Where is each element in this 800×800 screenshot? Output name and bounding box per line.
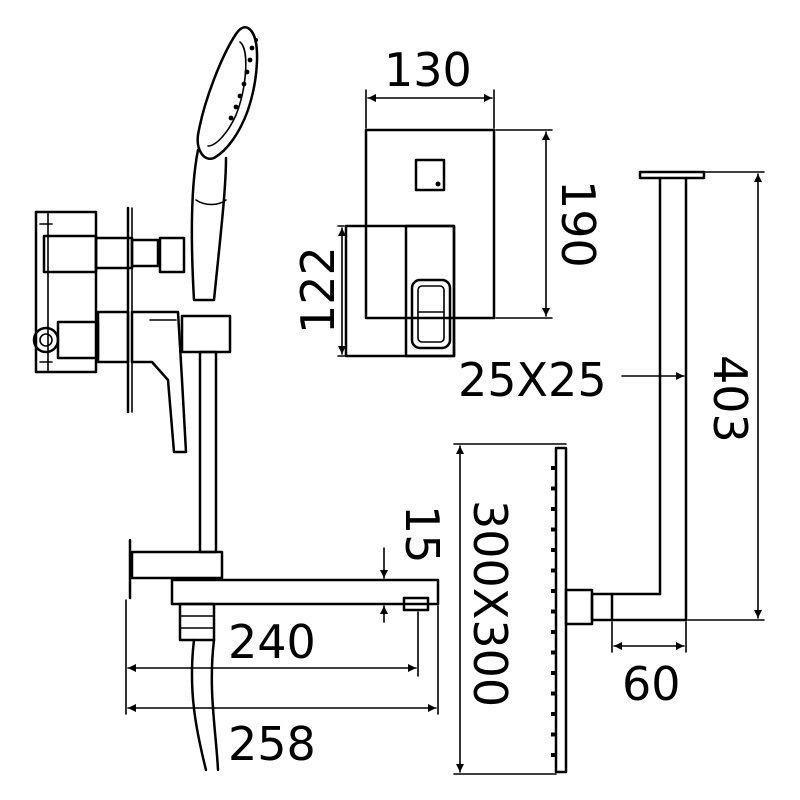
dimension-403: 403: [687, 171, 765, 621]
label-403: 403: [703, 355, 757, 443]
label-240: 240: [228, 615, 316, 669]
nozzle-mark: [551, 609, 556, 614]
shower-arm: [564, 170, 706, 626]
shower-hose: [190, 638, 220, 772]
nozzle-mark: [551, 548, 556, 552]
hand-shower: [190, 26, 259, 302]
label-25x25: 25X25: [458, 353, 607, 407]
escutcheon-front: [344, 128, 496, 358]
spray-nozzles: [228, 38, 258, 121]
nozzle-mark: [551, 466, 556, 470]
dimension-spout-thickness: 15: [380, 505, 449, 623]
nozzle-mark: [551, 589, 556, 593]
dimension-130: 130: [365, 43, 495, 129]
slide-bar: [128, 314, 232, 600]
nozzle-mark: [551, 650, 556, 655]
dimension-122: 122: [291, 225, 405, 357]
label-130: 130: [384, 43, 472, 97]
dimension-258: 258: [127, 605, 439, 771]
label-190: 190: [551, 180, 605, 268]
wall-valve: [32, 206, 188, 454]
dimension-60: 60: [611, 621, 687, 711]
nozzle-mark: [551, 507, 556, 511]
nozzle-mark: [551, 671, 556, 675]
nozzle-mark: [551, 527, 556, 532]
label-300x300: 300X300: [463, 500, 517, 707]
label-258: 258: [228, 717, 316, 771]
bath-spout: [170, 578, 440, 642]
nozzle-mark: [551, 732, 556, 737]
nozzle-mark: [551, 691, 556, 696]
label-60: 60: [622, 657, 681, 711]
nozzle-mark: [551, 630, 556, 634]
nozzle-mark: [551, 486, 556, 491]
nozzle-mark: [551, 568, 556, 573]
dimension-arm-section: 25X25: [458, 353, 685, 407]
dimension-190: 190: [495, 129, 605, 319]
shower-head: [551, 446, 568, 774]
shower-head-nozzles: [551, 466, 556, 757]
label-122: 122: [291, 246, 345, 334]
nozzle-mark: [551, 712, 556, 716]
nozzle-mark: [551, 753, 556, 757]
dimension-240: 240: [125, 599, 419, 715]
dimension-head-size: 300X300: [453, 443, 567, 775]
label-15: 15: [395, 505, 449, 564]
